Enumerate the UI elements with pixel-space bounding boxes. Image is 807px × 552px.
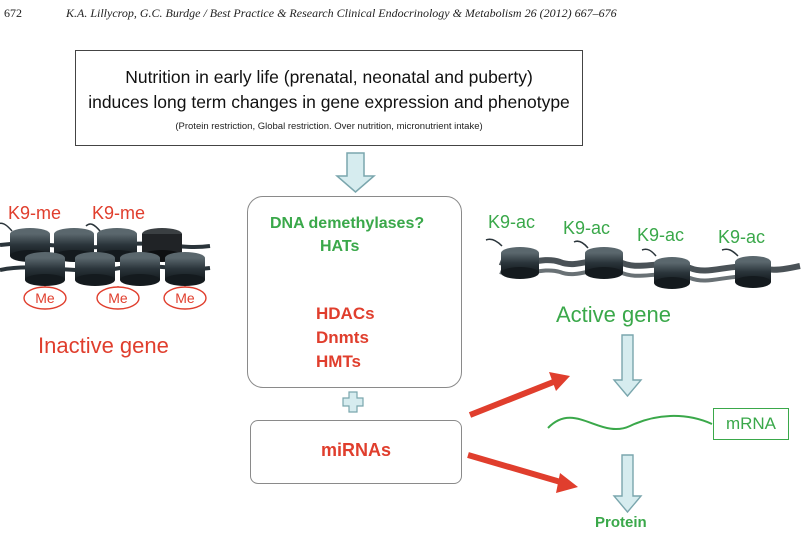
journal-citation: K.A. Lillycrop, G.C. Burdge / Best Pract… [66, 6, 617, 20]
down-arrow-top [334, 152, 377, 193]
nutrition-line-1: Nutrition in early life (prenatal, neona… [125, 67, 533, 87]
active-mark-label-4: K9-ac [718, 227, 766, 247]
mirnas-box [250, 420, 462, 484]
methyl-mark-3 [163, 286, 207, 310]
nutrition-note: (Protein restriction, Global restriction… [175, 121, 483, 132]
inactive-gene-caption: Inactive gene [38, 333, 169, 358]
active-chromatin [485, 238, 801, 289]
mirna-to-protein-arrow [467, 452, 578, 493]
plus-connector-icon [342, 391, 364, 413]
inactive-mark-label-1: K9-me [8, 203, 62, 223]
active-gene-caption: Active gene [556, 302, 671, 327]
activator-dna-demethylases: DNA demethylases? [270, 215, 425, 232]
repressor-hmts: HMTs [316, 352, 362, 371]
methyl-label-2: Me [108, 290, 128, 306]
down-arrow-mrna-to-protein [612, 454, 643, 514]
inactive-chromatin [0, 222, 211, 310]
mrna-strand [547, 415, 713, 431]
repressor-dnmts: Dnmts [316, 328, 369, 347]
repressor-hdacs: HDACs [316, 304, 375, 323]
protein-label: Protein [595, 514, 647, 531]
active-mark-label-3: K9-ac [637, 225, 685, 245]
mirna-to-mrna-arrow [468, 372, 570, 418]
active-mark-label-2: K9-ac [563, 218, 611, 238]
active-mark-label-1: K9-ac [488, 212, 536, 232]
nutrition-line-2: induces long term changes in gene expres… [88, 92, 570, 112]
methyl-mark-2 [96, 286, 140, 310]
journal-header: 672 K.A. Lillycrop, G.C. Burdge / Best Pr… [4, 6, 617, 21]
mirnas-label: miRNAs [320, 440, 391, 460]
page-number: 672 [4, 6, 22, 20]
down-arrow-active-to-mrna [612, 334, 643, 398]
nutrition-box: Nutrition in early life (prenatal, neona… [75, 50, 583, 146]
inactive-mark-label-2: K9-me [92, 203, 146, 223]
mrna-label: mRNA [713, 408, 789, 440]
activator-hats: HATs [320, 238, 360, 255]
methyl-label-1: Me [35, 290, 55, 306]
methyl-mark-1 [23, 286, 67, 310]
methyl-label-3: Me [175, 290, 195, 306]
regulators-box [247, 196, 462, 388]
